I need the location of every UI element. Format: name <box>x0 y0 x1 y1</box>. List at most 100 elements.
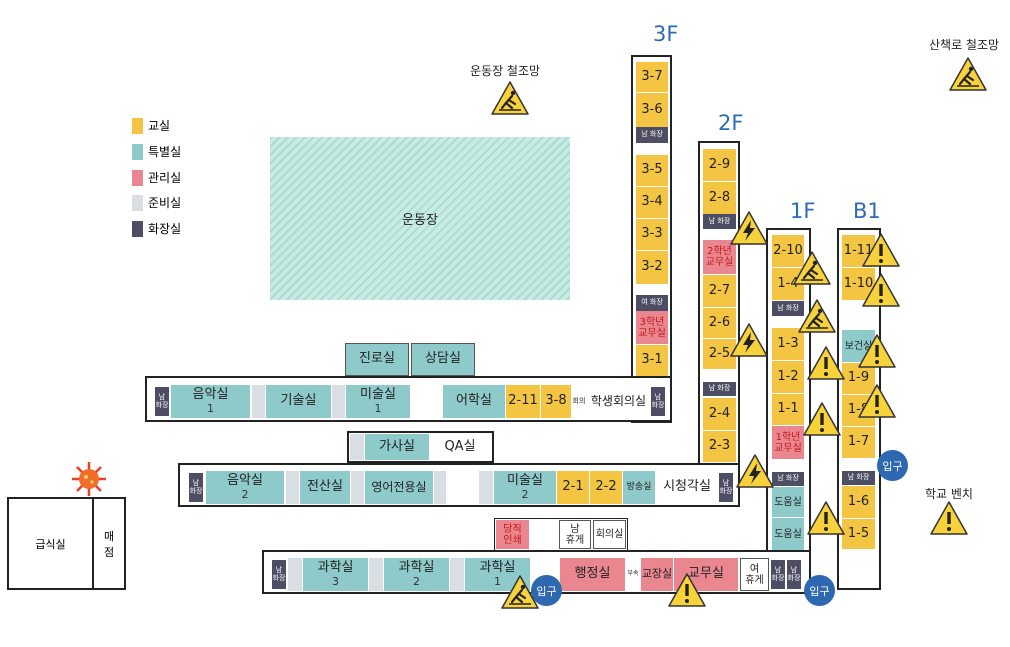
restroom-2f-men[interactable]: 남 화장 <box>703 214 736 229</box>
room-men-lounge[interactable]: 남 휴게 <box>559 520 591 549</box>
entrance-marker[interactable]: 입구 <box>877 450 908 481</box>
prep-row-b-4[interactable] <box>479 471 493 504</box>
restroom-2f-men-2[interactable]: 남 화장 <box>703 382 736 396</box>
room-principal[interactable]: 교장실 <box>641 558 673 591</box>
room-1-5[interactable]: 1-5 <box>842 519 875 549</box>
restroom-b1-men[interactable]: 남 화장 <box>842 471 875 485</box>
caution-icon[interactable] <box>806 345 846 381</box>
room-1st-grade-staff[interactable]: 1학년 교무실 <box>772 426 804 459</box>
restroom-row-a-men-2[interactable]: 남 화장 <box>651 387 665 416</box>
electric-hazard-icon[interactable] <box>729 210 769 246</box>
restroom-row-a-men[interactable]: 남 화장 <box>155 387 169 416</box>
room-meeting[interactable]: 회의실 <box>593 520 626 549</box>
room-2-1[interactable]: 2-1 <box>557 471 589 504</box>
entrance-marker[interactable]: 입구 <box>804 575 835 606</box>
prep-home-ec[interactable] <box>350 434 364 460</box>
room-counsel[interactable]: 상담실 <box>411 343 475 376</box>
room-student-council[interactable]: 학생회의실 <box>587 385 650 418</box>
room-2-3[interactable]: 2-3 <box>703 431 736 462</box>
room-computer[interactable]: 전산실 <box>300 471 350 504</box>
room-2-4[interactable]: 2-4 <box>703 398 736 430</box>
cafeteria[interactable]: 급식실 <box>7 497 94 590</box>
restroom-3f-men[interactable]: 남 화장 <box>636 127 668 143</box>
restroom-row-c-men-2[interactable]: 남 화장 <box>771 560 785 589</box>
caution-icon[interactable] <box>861 232 901 268</box>
room-3-1[interactable]: 3-1 <box>636 345 668 376</box>
room-3-8[interactable]: 3-8 <box>541 385 571 418</box>
slip-hazard-icon[interactable] <box>797 298 837 334</box>
room-3-3[interactable]: 3-3 <box>636 219 668 250</box>
room-1-6[interactable]: 1-6 <box>842 486 875 518</box>
room-av[interactable]: 시청각실 <box>656 471 718 504</box>
room-3-6[interactable]: 3-6 <box>636 93 668 127</box>
electric-hazard-icon[interactable] <box>735 453 775 489</box>
restroom-3f-women[interactable]: 여 화장 <box>636 295 668 311</box>
prep-row-b-1[interactable] <box>286 471 299 504</box>
room-duty-print[interactable]: 당직 인쇄 <box>496 520 529 549</box>
room-1-2[interactable]: 1-2 <box>772 361 804 393</box>
room-meeting-small[interactable]: 회의 <box>571 385 587 418</box>
room-help-2[interactable]: 도움실 <box>772 518 804 550</box>
slip-hazard-icon[interactable] <box>792 250 832 286</box>
room-2-11[interactable]: 2-11 <box>506 385 540 418</box>
caution-icon[interactable] <box>861 272 901 308</box>
restroom-row-b-men[interactable]: 남 화장 <box>189 473 203 502</box>
room-broadcast[interactable]: 방송실 <box>623 471 655 504</box>
caution-icon[interactable] <box>929 500 969 536</box>
room-qa[interactable]: QA실 <box>430 434 490 460</box>
caution-icon[interactable] <box>857 383 897 419</box>
room-1-3[interactable]: 1-3 <box>772 328 804 360</box>
prep-row-c-2[interactable] <box>369 558 383 591</box>
room-1-9[interactable]: 1-9 <box>842 363 875 394</box>
room-english[interactable]: 영어전용실 <box>365 471 433 504</box>
restroom-1f-men[interactable]: 남 화장 <box>772 301 804 316</box>
room-3rd-grade-staff[interactable]: 3학년 교무실 <box>636 311 668 344</box>
prep-row-c-1[interactable] <box>288 558 302 591</box>
slip-hazard-icon[interactable] <box>490 80 530 116</box>
room-tech[interactable]: 기술실 <box>266 385 331 418</box>
room-2-8[interactable]: 2-8 <box>703 182 736 214</box>
room-home-ec[interactable]: 가사실 <box>365 434 429 460</box>
prep-row-b-3[interactable] <box>434 471 446 504</box>
caution-icon[interactable] <box>802 401 842 437</box>
prep-row-a-1[interactable] <box>252 385 265 418</box>
prep-row-c-3[interactable] <box>450 558 464 591</box>
prep-row-a-2[interactable] <box>332 385 345 418</box>
room-2-7[interactable]: 2-7 <box>703 275 736 307</box>
room-language[interactable]: 어학실 <box>443 385 505 418</box>
room-admin-office[interactable]: 행정실 <box>560 558 625 591</box>
room-2-6[interactable]: 2-6 <box>703 308 736 338</box>
playground[interactable]: 운동장 <box>270 137 570 300</box>
room-help-1[interactable]: 도움실 <box>772 487 804 517</box>
room-1-1[interactable]: 1-1 <box>772 394 804 425</box>
electric-hazard-icon[interactable] <box>729 322 769 358</box>
restroom-row-c-men-3[interactable]: 남 화장 <box>787 560 801 589</box>
prep-row-b-2[interactable] <box>351 471 364 504</box>
room-principal-annex[interactable]: 부속 <box>626 558 640 591</box>
caution-icon[interactable] <box>667 572 707 608</box>
room-3-7[interactable]: 3-7 <box>636 62 668 92</box>
caution-icon[interactable] <box>857 333 897 369</box>
store[interactable]: 매 점 <box>92 497 126 590</box>
room-1-4[interactable]: 1-4 <box>772 268 804 300</box>
room-3-5[interactable]: 3-5 <box>636 155 668 186</box>
room-2nd-grade-staff[interactable]: 2학년 교무실 <box>703 240 736 274</box>
restroom-row-b-men-2[interactable]: 남 화장 <box>719 473 733 502</box>
room-2-10[interactable]: 2-10 <box>772 235 804 267</box>
room-career[interactable]: 진로실 <box>345 343 409 376</box>
room-2-2[interactable]: 2-2 <box>590 471 622 504</box>
room-1-7[interactable]: 1-7 <box>842 427 875 458</box>
slip-hazard-icon[interactable] <box>500 574 540 610</box>
room-2-5[interactable]: 2-5 <box>703 339 736 369</box>
entrance-marker[interactable]: 입구 <box>531 575 562 606</box>
restroom-1f-men-2[interactable]: 남 화장 <box>772 472 804 486</box>
slip-hazard-icon[interactable] <box>948 56 988 92</box>
room-3-2[interactable]: 3-2 <box>636 251 668 284</box>
restroom-row-c-men[interactable]: 남 화장 <box>272 560 286 589</box>
